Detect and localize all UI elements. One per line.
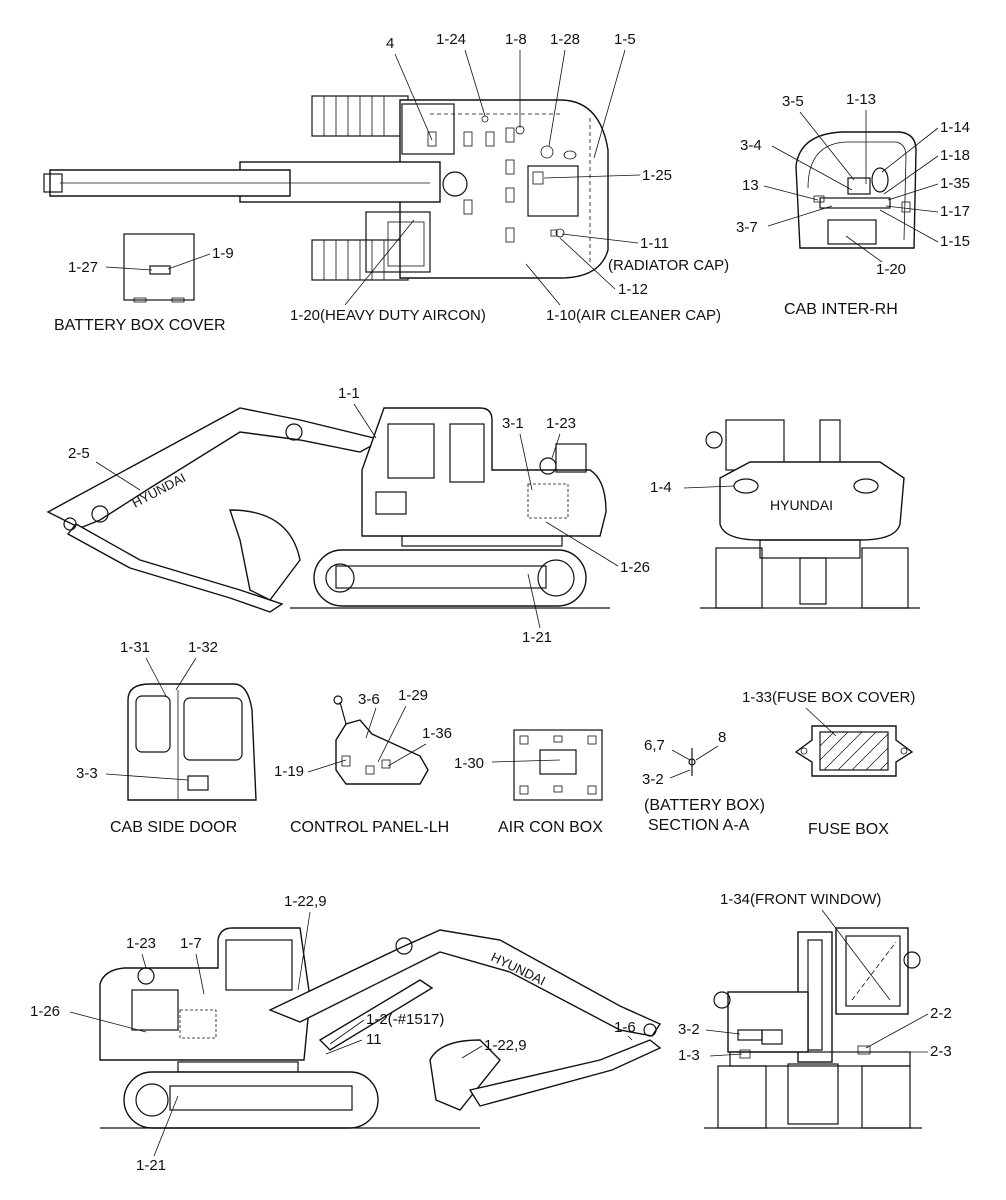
callout-1-26: 1-26 <box>620 559 650 576</box>
callout-1-5: 1-5 <box>614 31 636 48</box>
engine-hood <box>527 165 579 217</box>
callout-radiator-cap: (RADIATOR CAP) <box>608 257 729 274</box>
callout-6-7: 6,7 <box>644 737 665 754</box>
caption-cab-inter-rh: CAB INTER-RH <box>784 301 898 318</box>
callout-1-28: 1-28 <box>550 31 580 48</box>
callout-1-21: 1-21 <box>522 629 552 646</box>
callout-11: 11 <box>366 1031 382 1048</box>
callout-1-35: 1-35 <box>940 175 970 192</box>
callout-1-27: 1-27 <box>68 259 98 276</box>
callout-1-1: 1-1 <box>338 385 360 402</box>
callout-2-2: 2-2 <box>930 1005 952 1022</box>
callout-1-14: 1-14 <box>940 119 970 136</box>
callout-1-22-9-bucket: 1-22,9 <box>484 1037 527 1054</box>
track-right <box>123 1071 379 1129</box>
callout-4: 4 <box>386 35 394 52</box>
upper-body-right <box>99 927 311 1061</box>
boom-right <box>268 929 662 1037</box>
boom-left <box>46 407 384 529</box>
fuse-box: 1-33(FUSE BOX COVER) FUSE BOX <box>742 689 915 838</box>
callout-1-10-air-cleaner-cap: 1-10(AIR CLEANER CAP) <box>546 307 721 324</box>
cab-inter-rh: 3-5 1-13 1-14 3-4 1-18 13 1-35 1-17 3-7 … <box>736 91 970 318</box>
callout-1-20-heavy-duty-aircon: 1-20(HEAVY DUTY AIRCON) <box>290 307 486 324</box>
top-view-callouts: 4 1-24 1-8 1-28 1-5 1-25 1-11 (RADIATOR … <box>290 31 729 324</box>
callout-1-6: 1-6 <box>614 1019 636 1036</box>
battery-box-section: 6,7 8 3-2 (BATTERY BOX) SECTION A-A <box>642 729 765 834</box>
callout-1-2: 1-2(-#1517) <box>366 1011 444 1028</box>
callout-1-29: 1-29 <box>398 687 428 704</box>
callout-8: 8 <box>718 729 726 746</box>
callout-1-24: 1-24 <box>436 31 466 48</box>
caption-air-con-box: AIR CON BOX <box>498 819 603 836</box>
cab-top <box>365 211 431 273</box>
caption-control-panel-lh: CONTROL PANEL-LH <box>290 819 449 836</box>
top-view <box>43 95 609 281</box>
callout-1-11: 1-11 <box>640 235 669 252</box>
callout-1-30: 1-30 <box>454 755 484 772</box>
callout-2-5: 2-5 <box>68 445 90 462</box>
callout-1-21-right: 1-21 <box>136 1157 166 1174</box>
caption-cab-side-door: CAB SIDE DOOR <box>110 819 237 836</box>
callout-1-19: 1-19 <box>274 763 304 780</box>
callout-13: 13 <box>742 177 759 194</box>
callout-1-34-front-window: 1-34(FRONT WINDOW) <box>720 891 881 908</box>
callout-3-2-battery: 3-2 <box>642 771 664 788</box>
callout-1-20-cab: 1-20 <box>876 261 906 278</box>
callout-1-7: 1-7 <box>180 935 202 952</box>
callout-2-3: 2-3 <box>930 1043 952 1060</box>
front-view: 1-34(FRONT WINDOW) 3-2 2-2 1-3 2-3 <box>678 891 952 1129</box>
callout-3-1: 3-1 <box>502 415 524 432</box>
callout-1-31: 1-31 <box>120 639 150 656</box>
control-panel-lh: 3-6 1-29 1-36 1-19 CONTROL PANEL-LH <box>274 687 452 836</box>
callout-1-23: 1-23 <box>546 415 576 432</box>
callout-1-18: 1-18 <box>940 147 970 164</box>
side-view-right: HYUNDAI 1-22,9 1-23 1-7 1-26 1-2(-#1517)… <box>30 893 662 1174</box>
air-con-box: 1-30 AIR CON BOX <box>454 729 603 836</box>
callout-1-25: 1-25 <box>642 167 672 184</box>
callout-1-36: 1-36 <box>422 725 452 742</box>
callout-1-23-right: 1-23 <box>126 935 156 952</box>
callout-1-13: 1-13 <box>846 91 876 108</box>
callout-3-5: 3-5 <box>782 93 804 110</box>
bucket-left <box>229 509 301 601</box>
callout-1-26-right: 1-26 <box>30 1003 60 1020</box>
arm-left <box>66 523 284 613</box>
callout-1-4: 1-4 <box>650 479 672 496</box>
track-left <box>313 549 587 607</box>
callout-3-2-front: 3-2 <box>678 1021 700 1038</box>
callout-3-4: 3-4 <box>740 137 762 154</box>
callout-3-7: 3-7 <box>736 219 758 236</box>
side-view-left: HYUNDAI 1-1 3-1 1-23 2-5 1-26 1-21 <box>46 385 650 646</box>
tool-box <box>401 103 455 155</box>
battery-box-cover: 1-27 1-9 BATTERY BOX COVER <box>54 233 234 334</box>
callout-1-15: 1-15 <box>940 233 970 250</box>
callout-1-22-9-top: 1-22,9 <box>284 893 327 910</box>
caption-fuse-box: FUSE BOX <box>808 821 889 838</box>
caption-battery-box-cover: BATTERY BOX COVER <box>54 317 226 334</box>
callout-1-8: 1-8 <box>505 31 527 48</box>
callout-1-17: 1-17 <box>940 203 970 220</box>
callout-1-32: 1-32 <box>188 639 218 656</box>
callout-3-6: 3-6 <box>358 691 380 708</box>
caption-battery-box: (BATTERY BOX) <box>644 797 765 814</box>
rear-view: HYUNDAI 1-4 <box>650 419 920 609</box>
brand-rear: HYUNDAI <box>770 497 833 513</box>
caption-section-a-a: SECTION A-A <box>648 817 750 834</box>
cab-side-door: 1-31 1-32 3-3 CAB SIDE DOOR <box>76 639 257 836</box>
callout-1-12: 1-12 <box>618 281 648 298</box>
callout-1-3: 1-3 <box>678 1047 700 1064</box>
arm-right <box>468 1039 662 1107</box>
callout-1-33-fuse-box-cover: 1-33(FUSE BOX COVER) <box>742 689 915 706</box>
callout-1-9: 1-9 <box>212 245 234 262</box>
callout-3-3: 3-3 <box>76 765 98 782</box>
